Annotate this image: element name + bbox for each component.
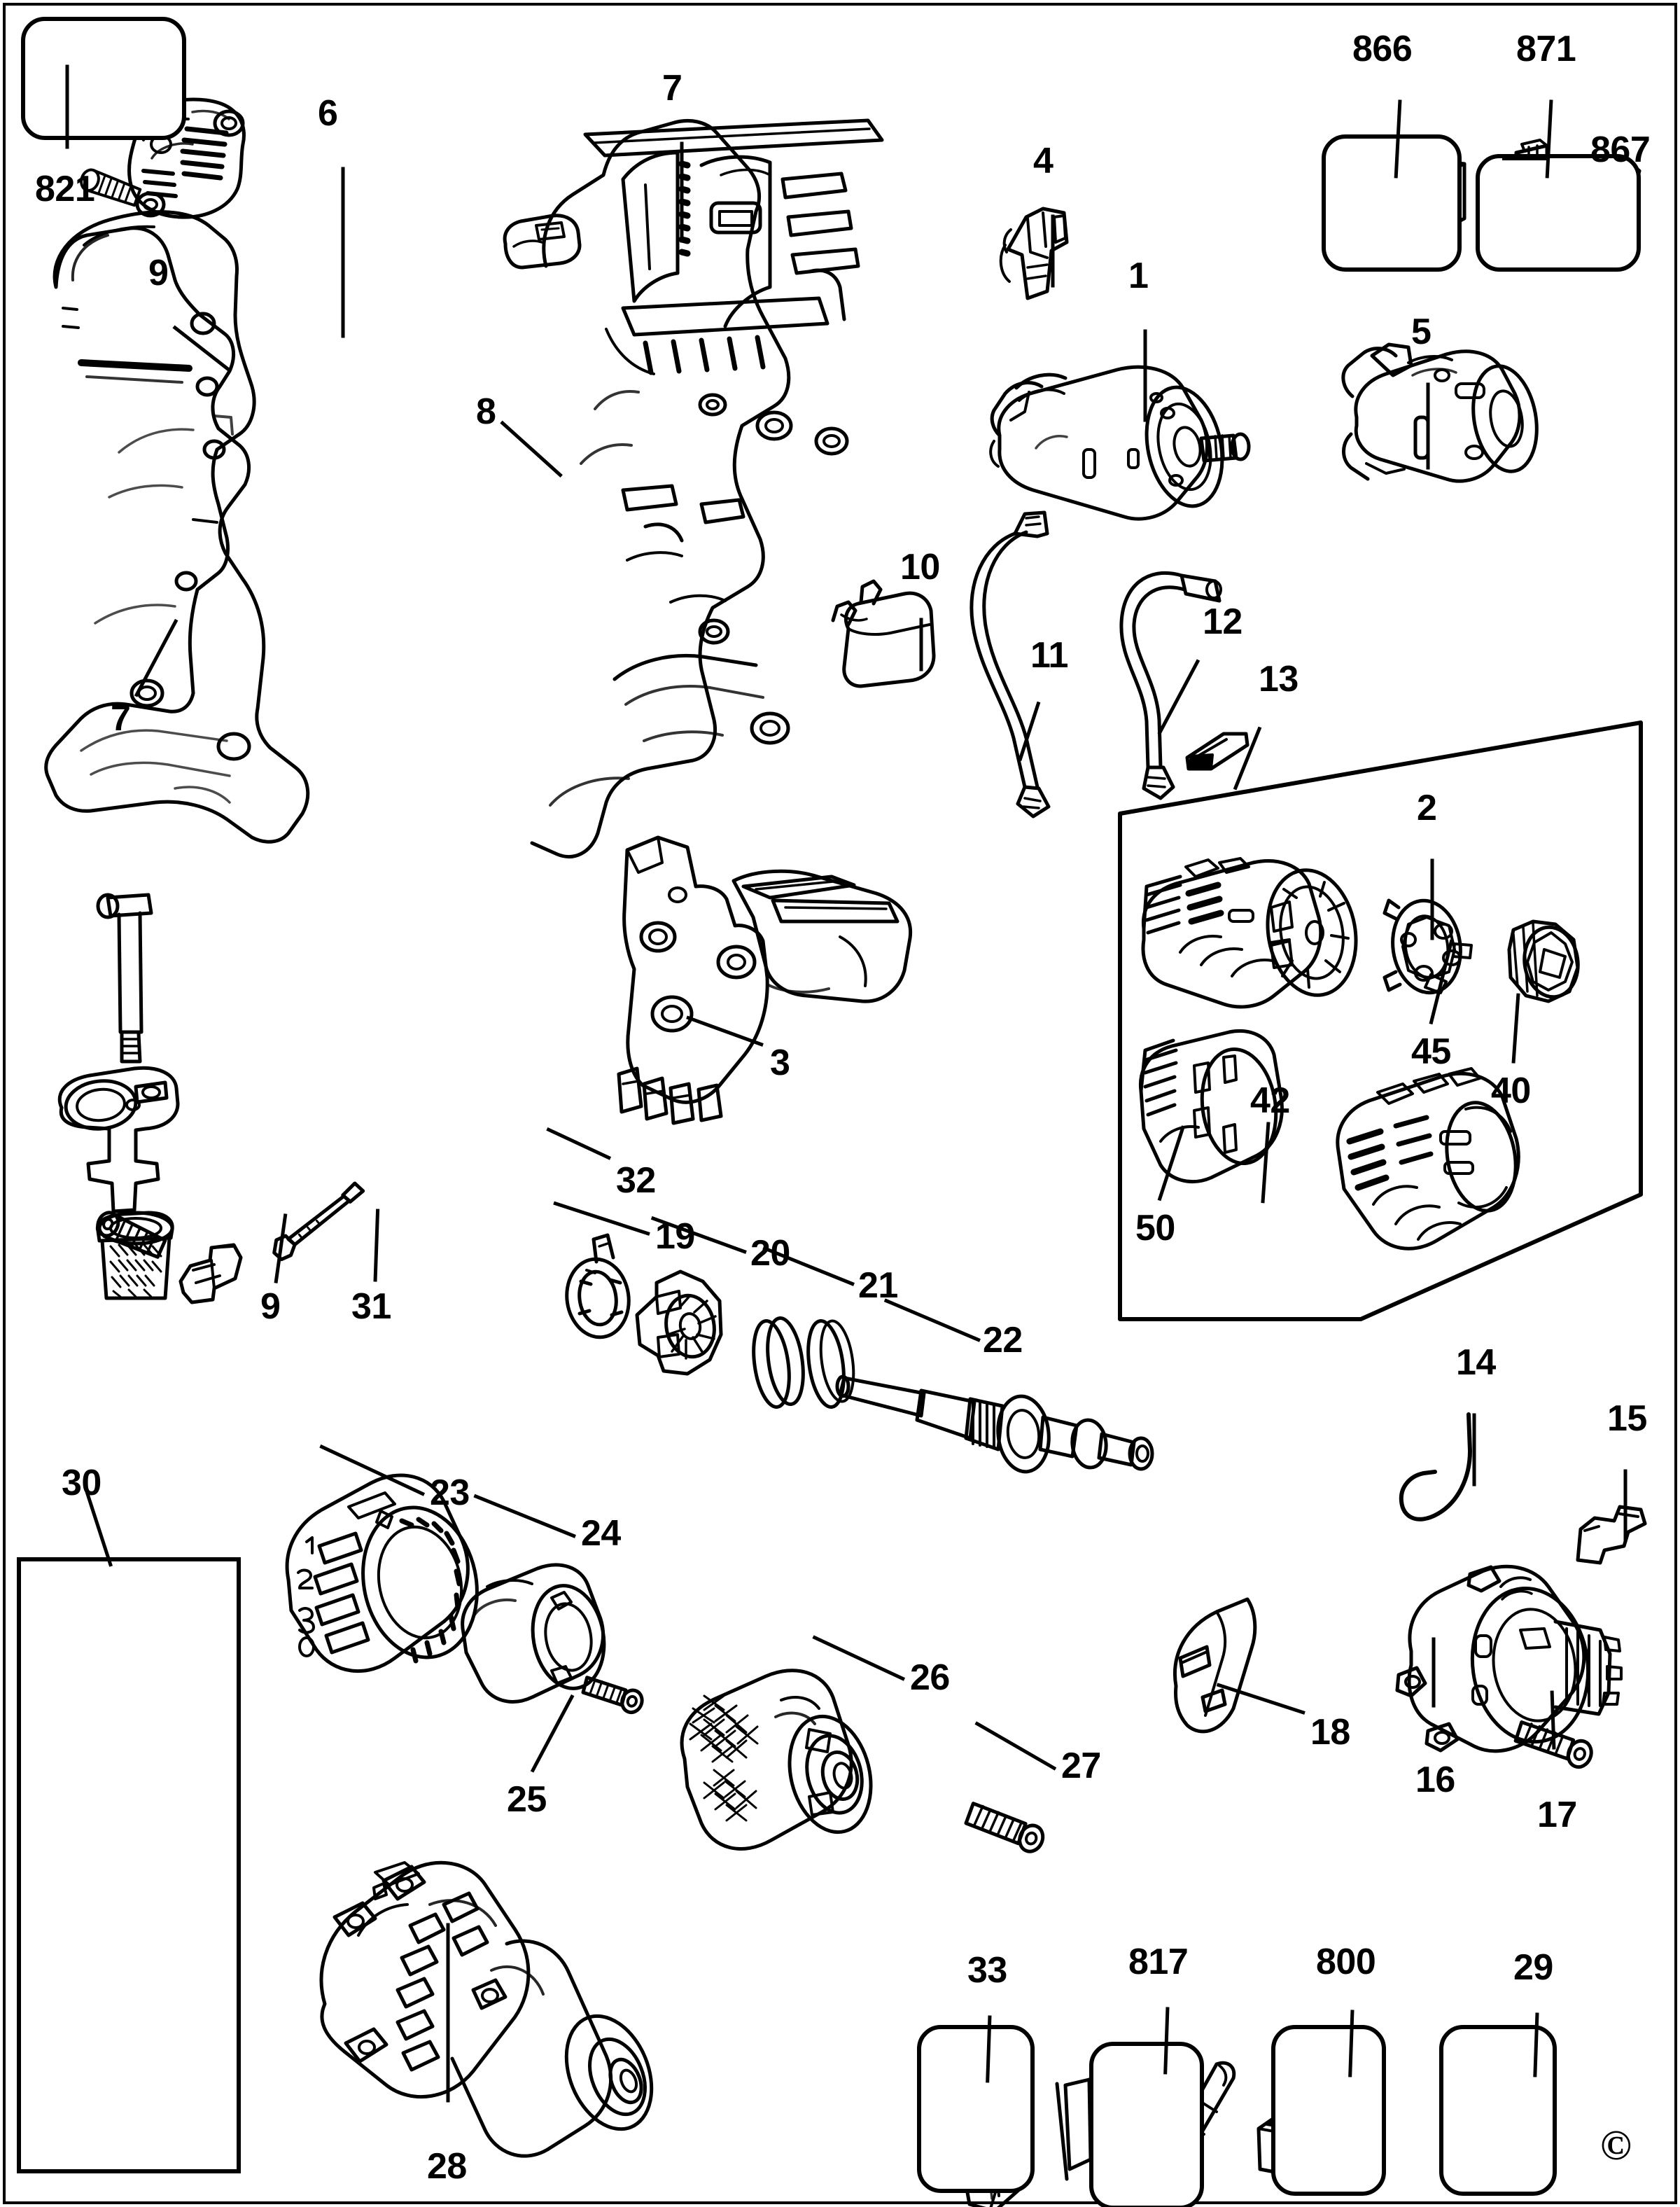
callout-27: 27 [1061, 1746, 1101, 1786]
callout-821: 821 [35, 169, 95, 209]
callout-14: 14 [1456, 1342, 1496, 1383]
leader-line-6 [341, 167, 345, 338]
callout-6: 6 [318, 93, 338, 134]
callout-2: 2 [1417, 788, 1437, 828]
callout-29: 29 [1513, 1947, 1553, 1988]
battery-box [1476, 154, 1641, 272]
leader-line-16 [1432, 1637, 1436, 1708]
charger-box [1322, 134, 1462, 272]
bag-box [917, 2025, 1035, 2193]
callout-4: 4 [1033, 141, 1054, 181]
callout-871: 871 [1516, 29, 1576, 69]
callout-28: 28 [427, 2146, 467, 2187]
copyright-symbol: © [1600, 2122, 1632, 2168]
leader-line-28 [446, 1923, 450, 2103]
callout-13: 13 [1259, 659, 1298, 699]
leader-line-15 [1623, 1469, 1628, 1543]
callout-3: 3 [770, 1043, 790, 1083]
callout-33: 33 [967, 1950, 1007, 1991]
callout-866: 866 [1352, 29, 1413, 69]
callout-9a: 9 [148, 253, 169, 293]
callout-8: 8 [476, 391, 496, 432]
callout-21: 21 [858, 1265, 898, 1306]
callout-11: 11 [1030, 635, 1068, 676]
callout-5: 5 [1411, 312, 1432, 352]
callout-42: 42 [1250, 1080, 1290, 1121]
clip-box [1439, 2025, 1557, 2196]
side-handle-box [17, 1557, 241, 2173]
callout-18: 18 [1310, 1712, 1350, 1753]
leader-line-867 [1502, 157, 1547, 160]
manual-box [1089, 2042, 1204, 2207]
callout-19: 19 [655, 1216, 695, 1257]
callout-45: 45 [1411, 1031, 1451, 1072]
callout-15: 15 [1607, 1398, 1647, 1439]
leader-line-4 [1051, 214, 1055, 288]
callout-20: 20 [750, 1233, 790, 1274]
callout-9b: 9 [260, 1286, 281, 1327]
leader-line-1 [1143, 329, 1147, 422]
callout-50: 50 [1135, 1208, 1175, 1248]
callout-26: 26 [910, 1657, 950, 1698]
callout-10: 10 [900, 547, 940, 587]
leader-line-10 [919, 618, 923, 671]
nameplate-box [21, 17, 186, 140]
callout-25: 25 [507, 1779, 547, 1820]
callout-7left: 7 [111, 698, 131, 739]
callout-32: 32 [616, 1160, 656, 1201]
bit-box [1271, 2025, 1386, 2196]
callout-30: 30 [62, 1463, 102, 1503]
callout-7top: 7 [662, 68, 682, 109]
leader-line-14 [1472, 1413, 1476, 1487]
callout-817: 817 [1128, 1942, 1189, 1982]
callout-1: 1 [1128, 256, 1149, 296]
leader-line-5 [1426, 382, 1430, 470]
leader-line-2 [1430, 858, 1434, 940]
callout-24: 24 [581, 1513, 621, 1554]
callout-16: 16 [1415, 1760, 1455, 1800]
callout-800: 800 [1316, 1942, 1376, 1982]
callout-40: 40 [1491, 1071, 1531, 1111]
callout-22: 22 [983, 1320, 1023, 1360]
callout-12: 12 [1203, 601, 1242, 642]
leader-line-821 [65, 64, 69, 149]
callout-23: 23 [430, 1473, 470, 1513]
callout-867: 867 [1590, 130, 1651, 170]
callout-17: 17 [1537, 1795, 1577, 1835]
leader-line-7top [680, 141, 684, 243]
callout-31: 31 [351, 1286, 391, 1327]
